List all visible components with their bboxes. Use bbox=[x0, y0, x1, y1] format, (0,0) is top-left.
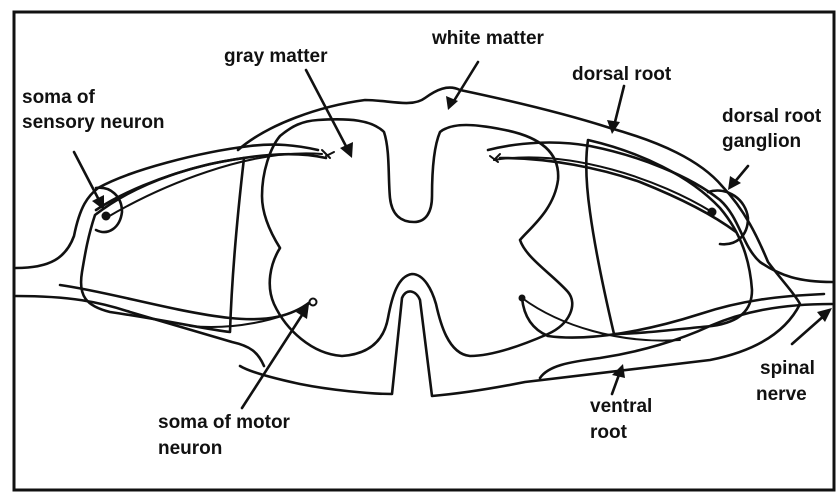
right-spinal-nerve-upper bbox=[488, 143, 832, 282]
arrow-gray-matter bbox=[306, 70, 353, 158]
label-ventral-root-2: root bbox=[590, 422, 628, 443]
label-ganglion-1: dorsal root bbox=[722, 106, 822, 127]
soma-motor-right-dot bbox=[519, 295, 526, 302]
diagram-frame bbox=[14, 12, 834, 490]
soma-motor-left-dot bbox=[310, 299, 317, 306]
soma-sensory-left-dot bbox=[102, 212, 111, 221]
label-soma-motor-2: neuron bbox=[158, 438, 222, 459]
label-dorsal-root: dorsal root bbox=[572, 64, 672, 85]
synapse-mark-right bbox=[490, 154, 500, 162]
arrow-dorsal-root bbox=[607, 86, 624, 134]
sensory-neuron-fiber-right bbox=[494, 157, 712, 212]
arrow-soma-sensory bbox=[74, 152, 104, 210]
label-ventral-root-1: ventral bbox=[590, 396, 652, 417]
label-gray-matter: gray matter bbox=[224, 46, 328, 67]
label-soma-sensory-2: sensory neuron bbox=[22, 112, 165, 133]
label-ganglion-2: ganglion bbox=[722, 131, 801, 152]
label-spinal-nerve-1: spinal bbox=[760, 358, 815, 379]
label-white-matter: white matter bbox=[431, 28, 545, 49]
left-spinal-nerve-upper bbox=[16, 145, 318, 268]
arrow-dorsal-root-ganglion bbox=[728, 166, 748, 190]
label-soma-sensory-1: soma of bbox=[22, 87, 96, 108]
left-dorsal-root bbox=[96, 154, 326, 210]
arrow-white-matter bbox=[446, 62, 478, 110]
arrow-spinal-nerve bbox=[792, 308, 832, 344]
soma-sensory-right-dot bbox=[708, 208, 717, 217]
label-spinal-nerve-2: nerve bbox=[756, 384, 807, 405]
label-soma-motor-1: soma of motor bbox=[158, 412, 291, 433]
arrow-ventral-root bbox=[612, 364, 625, 394]
right-dorsal-root bbox=[500, 158, 736, 232]
